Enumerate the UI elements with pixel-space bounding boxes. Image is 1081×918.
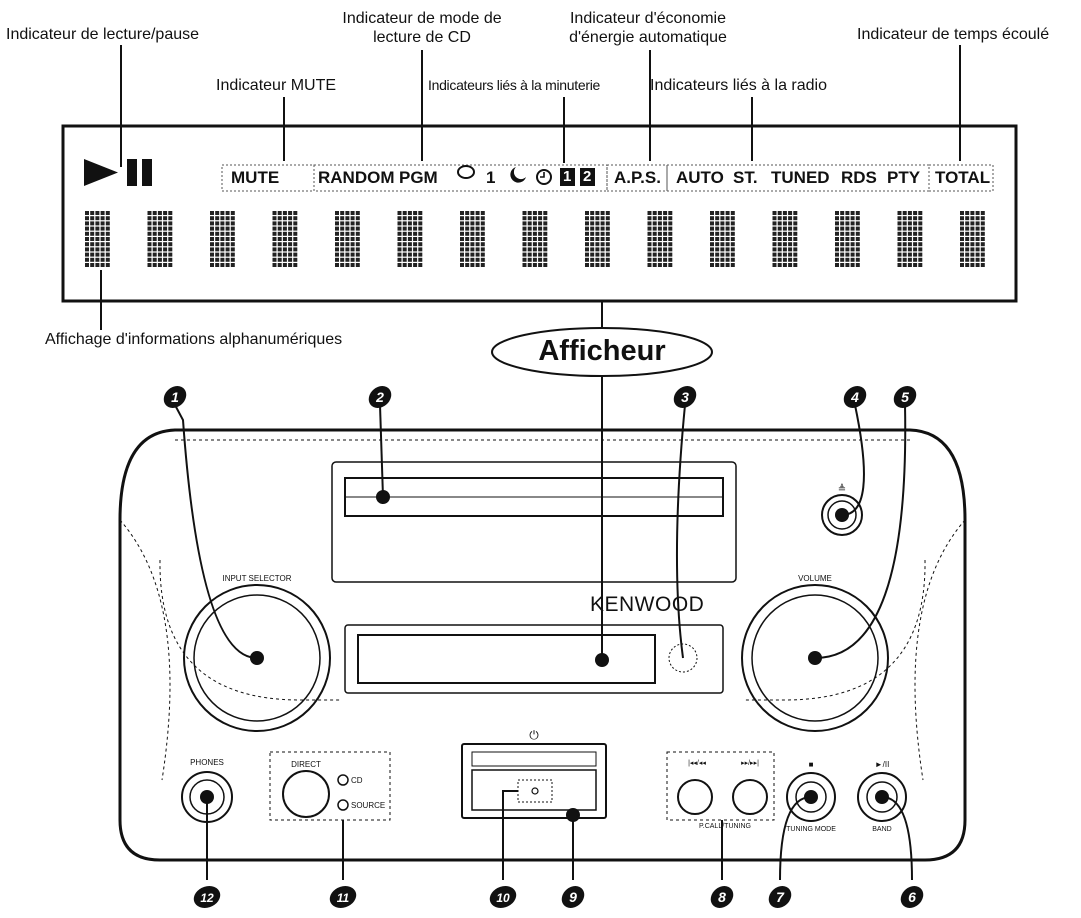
callout-cd-mode-line1: Indicateur de mode de <box>342 10 502 27</box>
callout-badge-number: 1 <box>171 389 179 405</box>
phones-label: PHONES <box>190 758 224 767</box>
eject-icon: ≜ <box>837 484 847 495</box>
volume-label: VOLUME <box>798 574 832 583</box>
pcall-tuning-label: P.CALL/TUNING <box>699 823 751 830</box>
callout-cd-mode: Indicateur de mode de lecture de CD <box>322 9 522 47</box>
sleep-icon <box>510 167 526 183</box>
callout-badge-12: 12 <box>193 886 221 908</box>
indicator-repeat-one: 1 <box>486 168 496 187</box>
callout-badge-number: 6 <box>908 889 916 905</box>
indicator-pgm: PGM <box>399 168 438 187</box>
character-cell <box>897 211 923 267</box>
callout-elapsed: Indicateur de temps écoulé <box>857 26 1050 43</box>
play-pause-icon: ►/II <box>874 760 890 769</box>
power-icon: ⏻ <box>529 728 539 742</box>
callout-badge-2: 2 <box>368 386 392 408</box>
callout-cd-mode-line2: lecture de CD <box>373 29 471 46</box>
repeat-icon <box>457 165 475 173</box>
clock-icon <box>536 169 552 185</box>
callout-badge-number: 2 <box>375 389 384 405</box>
direct-label: DIRECT <box>291 760 321 769</box>
pause-icon <box>127 159 137 186</box>
indicator-auto: AUTO <box>676 168 724 187</box>
character-cell <box>772 211 798 267</box>
callout-badge-1: 1 <box>163 386 187 408</box>
character-cell <box>960 211 985 267</box>
callout-badge-number: 7 <box>776 889 785 905</box>
source-label: SOURCE <box>351 801 386 810</box>
afficheur-label: Afficheur <box>538 335 666 367</box>
input-selector-label: INPUT SELECTOR <box>222 574 292 583</box>
leader-dots <box>200 490 889 822</box>
band-label: BAND <box>872 826 892 833</box>
character-cell <box>460 211 485 267</box>
character-cell <box>272 211 298 267</box>
callout-badge-number: 8 <box>718 889 726 905</box>
indicator-aps: A.P.S. <box>614 168 661 187</box>
cd-label: CD <box>351 776 363 785</box>
callout-badge-3: 3 <box>673 386 697 408</box>
callout-badge-number: 10 <box>496 891 510 905</box>
tuning-mode-label: TUNING MODE <box>786 826 836 833</box>
character-cell <box>335 211 360 267</box>
indicator-rds: RDS <box>841 168 877 187</box>
callout-badge-6: 6 <box>900 886 924 908</box>
indicator-timer-2: 2 <box>583 168 592 185</box>
character-cell <box>147 211 173 267</box>
character-cell <box>522 211 548 267</box>
callout-badge-11: 11 <box>329 886 357 908</box>
indicator-st: ST. <box>733 168 758 187</box>
display-panel-frame <box>61 124 1018 303</box>
alphanumeric-cells <box>85 211 985 267</box>
character-cell <box>585 211 610 267</box>
callout-badge-9: 9 <box>561 886 585 908</box>
callout-mute: Indicateur MUTE <box>216 77 337 94</box>
callout-badge-10: 10 <box>489 886 517 908</box>
callout-badge-5: 5 <box>893 386 917 408</box>
indicator-pty: PTY <box>887 168 921 187</box>
indicator-tuned: TUNED <box>771 168 830 187</box>
callout-badge-8: 8 <box>710 886 734 908</box>
indicator-timer-1: 1 <box>563 168 572 185</box>
callout-badge-number: 9 <box>569 889 577 905</box>
callout-aps-line2: d'énergie automatique <box>569 29 727 46</box>
brand-logo: KENWOOD <box>590 593 705 616</box>
callout-badge-number: 4 <box>850 389 859 405</box>
callout-badge-number: 12 <box>200 891 214 905</box>
skip-back-label: |◂◂/◂◂ <box>688 760 706 767</box>
indicator-groups <box>221 164 994 192</box>
pause-icon-bar2 <box>142 159 152 186</box>
character-cell <box>647 211 673 267</box>
character-cell <box>397 211 423 267</box>
indicator-random: RANDOM <box>318 168 395 187</box>
callout-badge-number: 5 <box>901 389 909 405</box>
skip-forward-label: ▸▸/▸▸| <box>741 760 759 767</box>
character-cell <box>835 211 860 267</box>
timer-box-2 <box>580 168 595 186</box>
character-cell <box>710 211 735 267</box>
indicator-mute: MUTE <box>231 168 280 187</box>
stop-icon: ■ <box>808 760 814 769</box>
callout-play-pause: Indicateur de lecture/pause <box>6 26 200 43</box>
callout-timer: Indicateurs liés à la minuterie <box>428 77 601 93</box>
play-icon <box>84 159 118 186</box>
callout-radio: Indicateurs liés à la radio <box>650 77 827 94</box>
callout-aps-line1: Indicateur d'économie <box>569 10 727 27</box>
callout-aps: Indicateur d'économie d'énergie automati… <box>548 9 748 47</box>
callout-alnum: Affichage d'informations alphanumériques <box>45 331 343 348</box>
callout-badge-7: 7 <box>768 886 792 908</box>
timer-box-1 <box>560 168 575 186</box>
character-cell <box>85 211 110 267</box>
callout-badge-4: 4 <box>843 386 867 408</box>
leader-lines-top <box>100 45 961 335</box>
callout-badge-number: 3 <box>681 389 689 405</box>
callout-badge-number: 11 <box>337 891 350 905</box>
character-cell <box>210 211 235 267</box>
indicator-total: TOTAL <box>935 168 991 187</box>
